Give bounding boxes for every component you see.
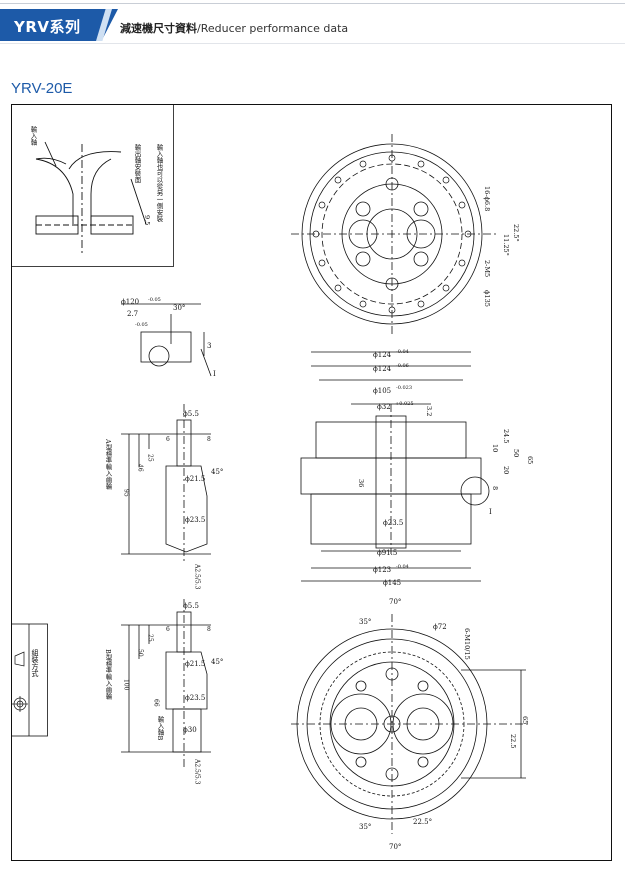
dim-s124a: ϕ124 [373, 351, 392, 359]
dim-45-b: 45° [211, 658, 223, 666]
dim-23-5-a: ϕ23.5 [185, 516, 205, 524]
gear-a-drawing [121, 404, 211, 564]
detail-input-mount [35, 141, 147, 254]
top-flange-view [291, 134, 496, 334]
dim-s3-2: 3.2 [425, 406, 433, 416]
note-input-shaft: 輸入軸 [29, 125, 37, 147]
dim-8-a: 8 [207, 436, 211, 443]
dim-s145: ϕ145 [383, 579, 401, 587]
detail-phi120 [121, 303, 212, 377]
note-std-shaft-b: B型標準輸入齒輪 [104, 649, 112, 700]
dim-s91-5: ϕ91.5 [377, 549, 397, 557]
dim-s32: ϕ32 [377, 403, 391, 411]
dim-b6-m10: 6-M10/15 [463, 628, 471, 660]
dim-s8: 8 [491, 486, 499, 490]
dim-b70-bottom: 70° [389, 843, 401, 851]
dim-b35-top: 35° [359, 618, 371, 626]
dim-s20: 20 [502, 466, 510, 474]
dim-9-5: 9.5 [143, 215, 151, 225]
dim-30: ϕ30 [183, 726, 197, 734]
header-rule [0, 43, 625, 44]
dim-s10: 10 [491, 444, 499, 452]
page-title-en: /Reducer performance data [197, 22, 349, 35]
dim-phi120-tol: -0.05 [148, 297, 161, 303]
dim-s-I: I [489, 508, 492, 516]
dim-s23-5: ϕ23.5 [383, 519, 403, 527]
dim-s124b: ϕ124 [373, 365, 392, 373]
model-heading: YRV-20E [11, 80, 73, 97]
dim-b35-bottom: 35° [359, 823, 371, 831]
note-output-mount: 輸出軸安裝面 [133, 143, 141, 185]
dim-5-5-b: ϕ5.5 [183, 602, 199, 610]
top-rule [0, 3, 625, 4]
dim-50: 50 [137, 649, 144, 657]
dim-2-7-tol: -0.05 [135, 322, 148, 328]
dim-b70-top: 70° [389, 598, 401, 606]
dim-s24-5: 24.5 [502, 429, 510, 443]
section-view [300, 351, 490, 582]
dim-s123-tol: -0.04 [396, 564, 409, 570]
dim-s123: ϕ123 [373, 566, 391, 574]
dim-46: 46 [137, 464, 144, 472]
dim-I-small: I [213, 370, 216, 378]
assembly-icons [12, 651, 28, 712]
dim-b22-5-deg: 22.5° [413, 818, 432, 826]
dim-s50: 50 [512, 449, 520, 457]
dim-s65: 65 [526, 456, 534, 464]
dim-b72: ϕ72 [433, 623, 447, 631]
bottom-view [291, 614, 531, 834]
top-bolt-holes [312, 154, 472, 314]
note-assembly: 組裝方式 [31, 648, 39, 677]
dim-45-a: 45° [211, 468, 223, 476]
dim-95: 95 [123, 489, 130, 497]
dim-b22-5: 22.5 [509, 734, 517, 748]
dim-phi135: ϕ135 [483, 290, 491, 307]
dim-30deg: 30° [173, 304, 185, 312]
dim-s32-tol: +0.025 [395, 401, 414, 407]
dim-21-5-b: ϕ21.5 [185, 660, 205, 668]
dim-6-a: 6 [166, 436, 170, 443]
dim-2-7: 2.7 [127, 310, 138, 318]
dim-100: 100 [123, 679, 130, 691]
gear-b-drawing [121, 599, 211, 769]
page-title-cn: 減速機尺寸資料 [120, 22, 197, 35]
technical-drawing: 輸入軸 輸出軸安裝面 輸入軸也可以從另一側安裝 9.5 ϕ120 -0.05 3… [11, 104, 612, 861]
dim-16-holes: 16-ϕ6.8 [483, 186, 491, 211]
dim-6-b: 6 [166, 626, 170, 633]
dim-a2-a: A2.5/5.3 [194, 563, 201, 590]
dim-phi120: ϕ120 [121, 298, 139, 306]
dim-66-b: 66 [153, 699, 160, 707]
series-tab-label: YRV系列 [14, 18, 81, 36]
dim-s124b-tol: -0.06 [396, 363, 409, 369]
dim-s105: ϕ105 [373, 387, 391, 395]
dim-11-25: 11.25° [502, 234, 510, 256]
dim-a2-b: A2.5/5.3 [194, 758, 201, 785]
dim-22-5-deg-top: 22.5° [512, 224, 520, 242]
dim-25-b: 25 [147, 634, 154, 642]
note-std-shaft-a: A型標準輸入齒輪 [104, 438, 112, 490]
dim-b65: 65 [521, 716, 529, 724]
note-input-shaft-b: 輸入軸B [156, 715, 164, 741]
dim-21-5-a: ϕ21.5 [185, 475, 205, 483]
dim-s36: 36 [357, 479, 365, 487]
dim-25-a: 25 [147, 454, 154, 462]
dim-3: 3 [207, 342, 211, 350]
dim-23-5-b: ϕ23.5 [185, 694, 205, 702]
dim-s124a-tol: -0.04 [396, 349, 409, 355]
dim-5-5-a: ϕ5.5 [183, 410, 199, 418]
page-title: 減速機尺寸資料/Reducer performance data [120, 20, 348, 36]
dim-s105-tol: -0.023 [396, 385, 412, 391]
note-install: 輸入軸也可以從另一側安裝 [155, 143, 163, 224]
dim-2-m5: 2-M5 [483, 260, 491, 277]
dim-8-b: 8 [207, 626, 211, 633]
